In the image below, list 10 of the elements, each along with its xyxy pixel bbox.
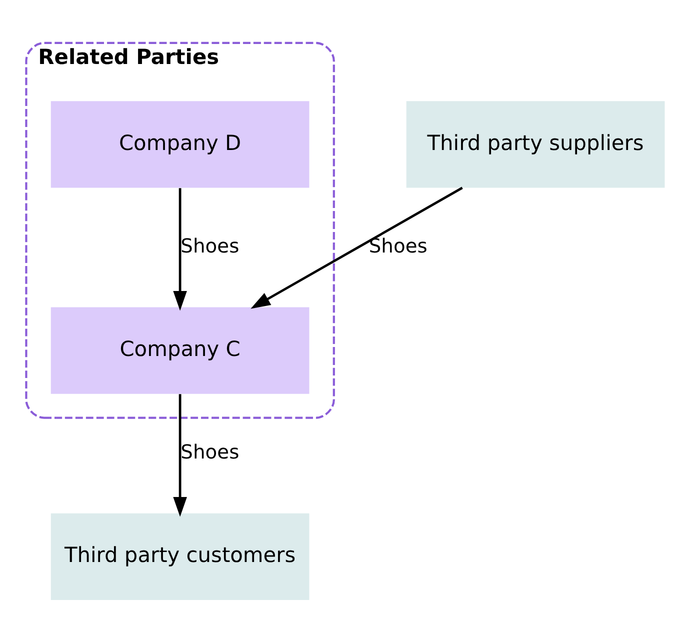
node-box: Company C [50, 306, 310, 394]
node-box: Third party customers [50, 512, 310, 600]
node-box: Third party suppliers [406, 100, 665, 188]
edge-label: Shoes [180, 234, 240, 258]
edge-label: Shoes [368, 234, 428, 258]
arrow [250, 186, 463, 308]
edge-label: Shoes [180, 440, 240, 464]
node-box: Company D [50, 100, 310, 188]
arrow [173, 394, 187, 516]
arrow [173, 188, 187, 310]
